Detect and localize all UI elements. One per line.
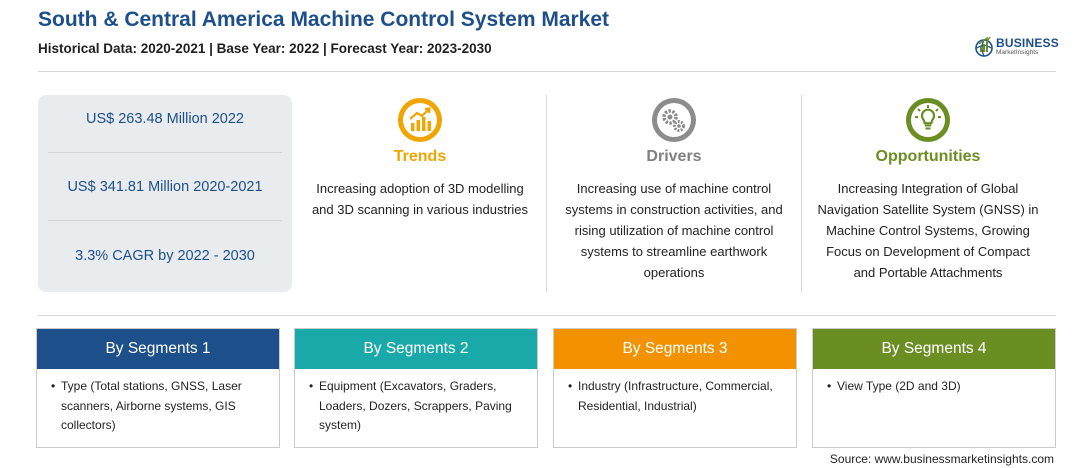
list-item: Industry (Infrastructure, Commercial, Re… [568,377,782,416]
list-item: Equipment (Excavators, Graders, Loaders,… [309,377,523,436]
segment-card-1: By Segments 1 Type (Total stations, GNSS… [36,328,280,448]
segment-3-list: Industry (Infrastructure, Commercial, Re… [554,369,796,416]
stats-divider [48,220,282,221]
segment-card-2: By Segments 2 Equipment (Excavators, Gra… [294,328,538,448]
segment-2-list: Equipment (Excavators, Graders, Loaders,… [295,369,537,436]
opportunities-heading: Opportunities [875,148,981,165]
logo-tagline: MarketInsights [996,49,1039,56]
segment-2-heading: By Segments 2 [295,329,537,369]
segment-3-heading: By Segments 3 [554,329,796,369]
trends-heading: Trends [393,148,447,165]
segment-1-heading: By Segments 1 [37,329,279,369]
segment-card-3: By Segments 3 Industry (Infrastructure, … [553,328,797,448]
drivers-text: Increasing use of machine control system… [565,181,783,280]
logo-wordmark: BUSINESS [996,36,1059,50]
rising-chart-icon [398,98,442,142]
stat-market-value-historical: US$ 341.81 Million 2020-2021 [67,179,263,195]
drivers-heading: Drivers [646,148,702,165]
source-link[interactable]: Source: www.businessmarketinsights.com [829,452,1054,466]
globe-logo-icon [975,36,993,57]
column-divider [546,95,547,292]
segment-4-list: View Type (2D and 3D) [813,369,1055,397]
column-divider [801,95,802,292]
stat-cagr: 3.3% CAGR by 2022 - 2030 [75,248,255,264]
segment-4-heading: By Segments 4 [813,329,1055,369]
segment-card-4: By Segments 4 View Type (2D and 3D) [812,328,1056,448]
opportunities-text: Increasing Integration of Global Navigat… [817,181,1039,280]
page-title: South & Central America Machine Control … [38,8,610,31]
lightbulb-icon [906,98,950,142]
page-subtitle: Historical Data: 2020-2021 | Base Year: … [38,41,492,56]
list-item: View Type (2D and 3D) [827,377,1041,397]
header-divider [38,71,1056,72]
market-stats-panel: US$ 263.48 Million 2022 US$ 341.81 Milli… [38,95,292,292]
section-divider [38,315,1056,316]
stat-market-value-2022: US$ 263.48 Million 2022 [86,111,244,127]
segment-1-list: Type (Total stations, GNSS, Laser scanne… [37,369,279,436]
trends-text: Increasing adoption of 3D modelling and … [311,181,529,217]
brand-logo[interactable]: BUSINESS MarketInsights [974,35,1064,61]
list-item: Type (Total stations, GNSS, Laser scanne… [51,377,265,436]
gears-icon [652,98,696,142]
stats-divider [48,152,282,153]
